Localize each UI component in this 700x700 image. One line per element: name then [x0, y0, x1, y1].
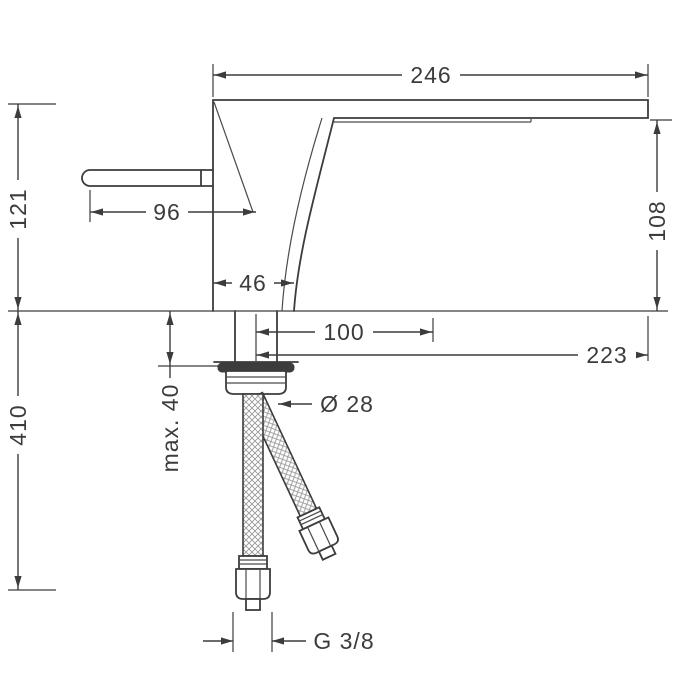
dimension-arrowheads [14, 71, 661, 645]
dim-outlet-offset-label: 100 [323, 319, 364, 345]
hose-crimp-collar [238, 555, 268, 570]
faucet-outline [8, 99, 668, 611]
hose-hex-nut [235, 568, 271, 600]
outlet-slot [334, 118, 532, 123]
body-diagonal-edge [213, 101, 254, 213]
hose-thread-stub [317, 544, 337, 561]
handle-lever [81, 169, 214, 187]
dim-shank-diameter-label: Ø 28 [320, 391, 374, 417]
dim-spout-height-label: 108 [644, 200, 670, 241]
dim-height-above-deck-label: 121 [5, 188, 31, 229]
dim-body-depth-label: 46 [239, 270, 267, 296]
hose-thread-stub [245, 598, 261, 611]
dim-max-deck-thickness-label: max. 40 [157, 384, 183, 473]
hose-hex-nut [298, 516, 339, 555]
extension-lines [8, 64, 672, 652]
body-inner-curve [281, 117, 323, 312]
dim-handle-reach-label: 96 [153, 199, 181, 225]
mounting-shank [213, 310, 299, 395]
dim-plate-width-label: 246 [410, 62, 451, 88]
dim-hose-length-label: 410 [5, 404, 31, 445]
dim-plate-reach-label: 223 [586, 342, 627, 368]
dimension-lines [8, 64, 672, 652]
dim-thread-size-label: G 3/8 [313, 628, 374, 654]
supply-hose-vertical [235, 393, 271, 611]
dimension-labels: 246 121 410 108 96 46 100 223 Ø 28 max. … [5, 62, 670, 654]
spout-plate [212, 99, 649, 312]
